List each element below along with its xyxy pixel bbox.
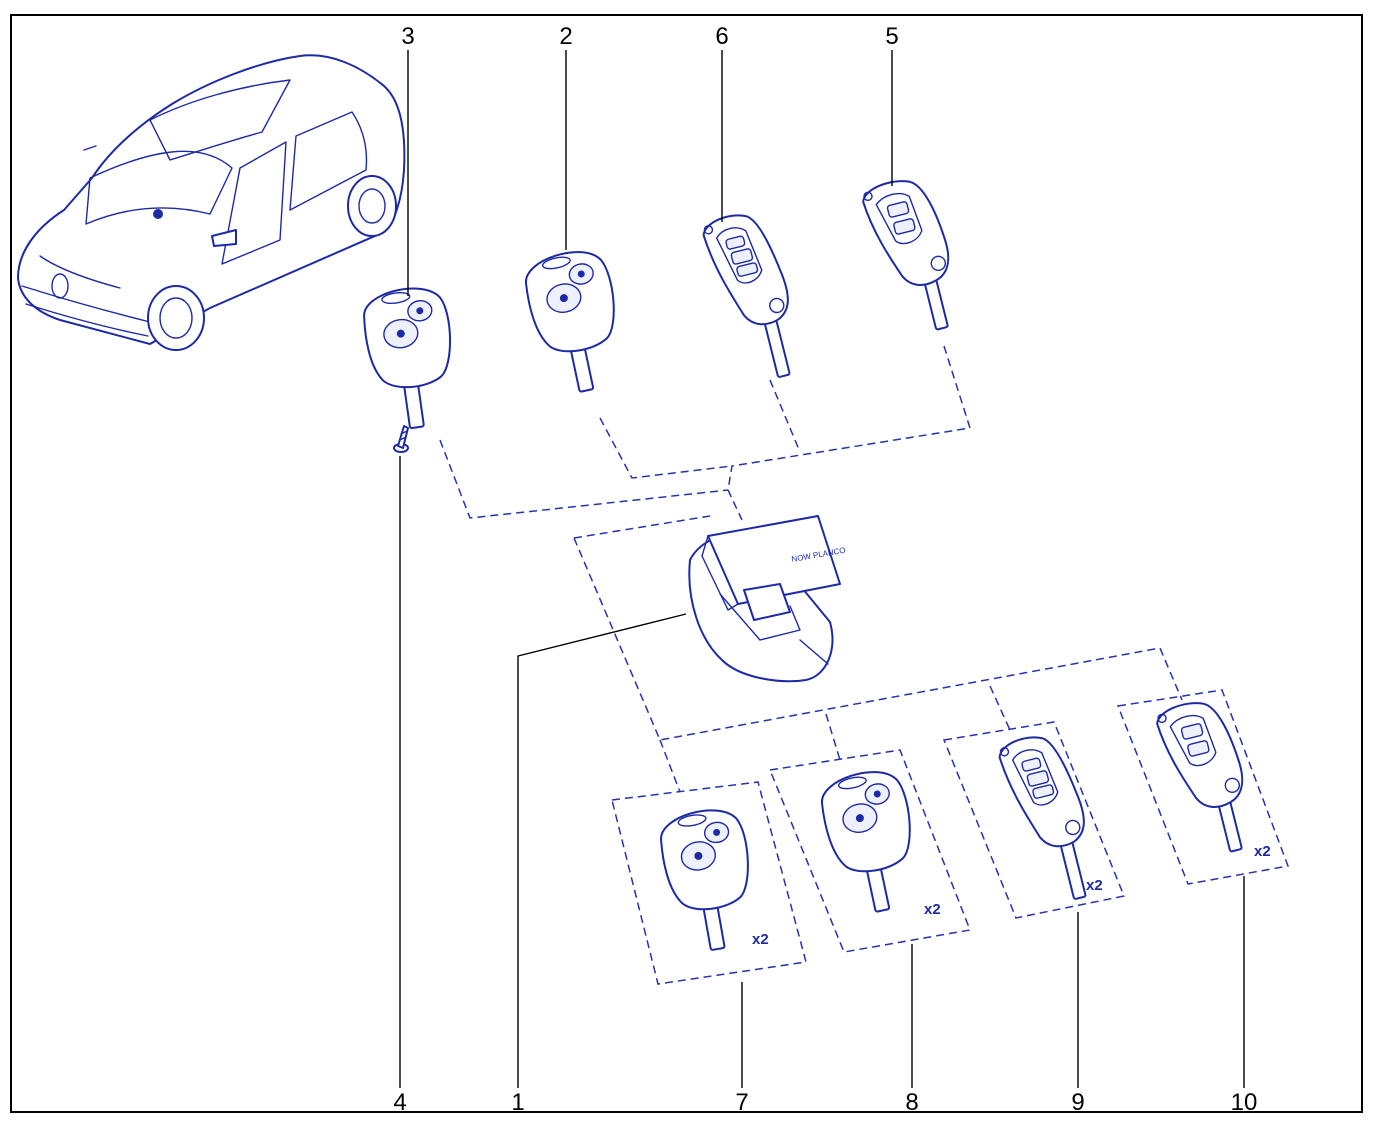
key-box-7 [611,781,807,985]
remote-key-3 [359,282,464,434]
ignition-lock-module-icon: NOW PLANCO [688,515,846,683]
leader-lines [399,50,1245,1088]
callout-3: 3 [401,23,414,50]
car-illustration-icon [17,54,406,351]
quantity-label-10: x2 [1254,843,1271,860]
callout-9: 9 [1071,1089,1084,1116]
screw-icon [393,425,409,453]
callout-6: 6 [715,23,728,50]
callout-7: 7 [735,1089,748,1116]
flip-key-6 [699,205,808,388]
callout-10: 10 [1231,1089,1258,1116]
diagram-frame [10,14,1363,1113]
callout-8: 8 [905,1089,918,1116]
association-lines [439,345,1183,793]
remote-key-2 [519,244,633,400]
callout-1: 1 [511,1089,524,1116]
callout-5: 5 [885,23,898,50]
quantity-label-9: x2 [1086,877,1103,894]
key-box-8 [768,749,972,953]
flip-key-5 [859,171,967,341]
quantity-label-8: x2 [924,901,941,918]
key-box-10 [1116,689,1290,885]
callout-2: 2 [559,23,572,50]
quantity-label-7: x2 [752,931,769,948]
key-box-9 [942,721,1126,919]
callout-4: 4 [393,1089,406,1116]
